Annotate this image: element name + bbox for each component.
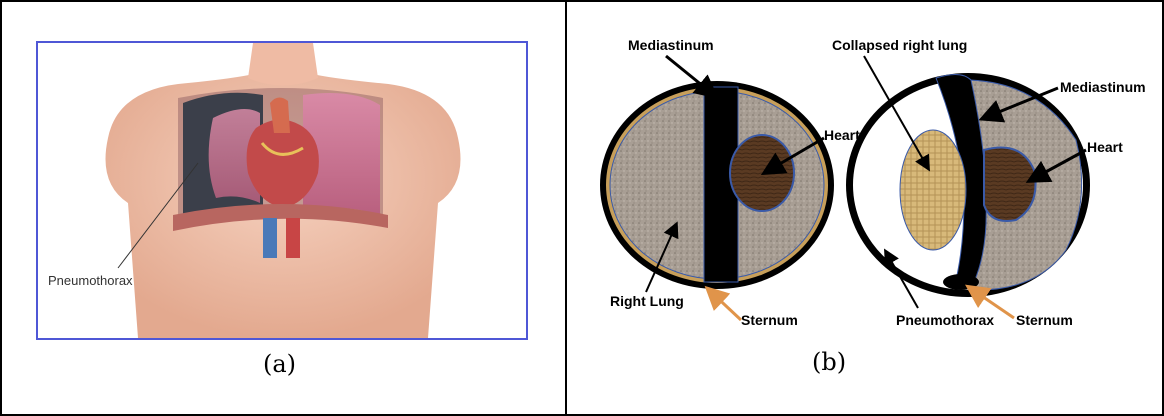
label-pneumothorax-a: Pneumothorax [48, 273, 133, 288]
cross-section-normal [600, 81, 834, 289]
label-right-lung: Right Lung [610, 293, 684, 309]
caption-a: (a) [263, 350, 296, 378]
label-mediastinum-left: Mediastinum [628, 37, 714, 53]
arrow-sternum-left [709, 290, 741, 320]
label-collapsed-right-lung: Collapsed right lung [832, 37, 967, 53]
cross-section-diagram: Mediastinum Collapsed right lung Mediast… [566, 0, 1164, 416]
cross-section-pneumothorax [846, 73, 1090, 297]
chest-illustration: Pneumothorax [36, 41, 528, 340]
caption-b: (b) [812, 348, 846, 376]
label-heart-right: Heart [1087, 139, 1123, 155]
figure-panel-b: Mediastinum Collapsed right lung Mediast… [566, 0, 1164, 416]
label-mediastinum-right: Mediastinum [1060, 79, 1146, 95]
heart-right [984, 148, 1036, 222]
label-sternum-right: Sternum [1016, 312, 1073, 328]
collapsed-lung [900, 130, 966, 250]
figure-panel-a: Pneumothorax (a) [0, 0, 566, 416]
label-sternum-left: Sternum [741, 312, 798, 328]
label-pneumothorax-b: Pneumothorax [896, 312, 994, 328]
label-heart-left: Heart [824, 127, 860, 143]
heart-left [730, 135, 794, 211]
